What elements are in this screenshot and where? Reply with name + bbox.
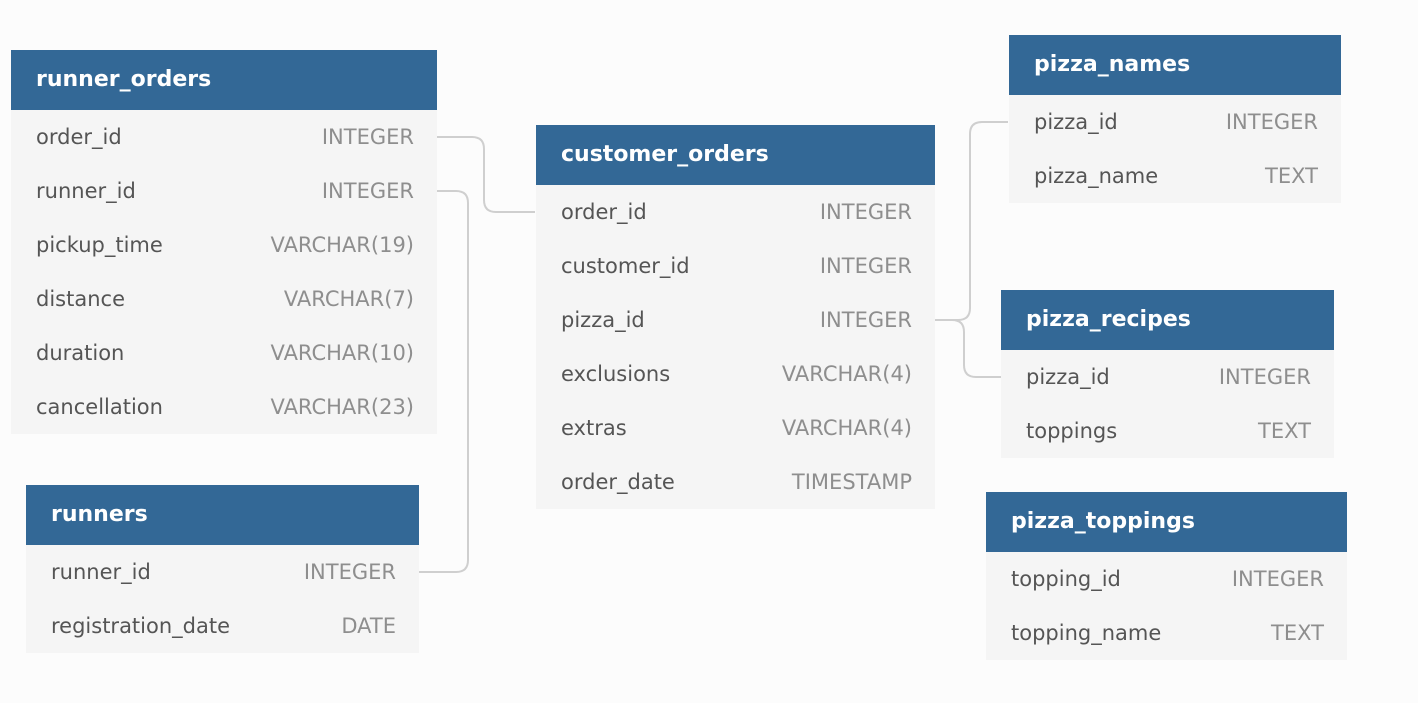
table-row[interactable]: runner_id INTEGER bbox=[26, 545, 419, 599]
column-name: customer_id bbox=[561, 254, 690, 278]
table-row[interactable]: order_id INTEGER bbox=[11, 110, 437, 164]
column-name: topping_name bbox=[1011, 621, 1162, 645]
column-name: registration_date bbox=[51, 614, 231, 638]
table-title: runners bbox=[26, 485, 419, 545]
link-customer-orders-to-pizza-names bbox=[935, 121, 1008, 321]
link-runner-orders-to-customer-orders bbox=[437, 136, 535, 213]
column-type: INTEGER bbox=[321, 125, 414, 149]
column-type: VARCHAR(4) bbox=[781, 416, 912, 440]
table-row[interactable]: extras VARCHAR(4) bbox=[536, 401, 935, 455]
column-name: pizza_id bbox=[1026, 365, 1110, 389]
table-customer-orders[interactable]: customer_orders order_id INTEGER custome… bbox=[536, 125, 935, 509]
column-name: exclusions bbox=[561, 362, 671, 386]
table-row[interactable]: pizza_id INTEGER bbox=[536, 293, 935, 347]
table-runners[interactable]: runners runner_id INTEGER registration_d… bbox=[26, 485, 419, 653]
column-name: order_id bbox=[561, 200, 647, 224]
table-title: pizza_toppings bbox=[986, 492, 1347, 552]
column-type: VARCHAR(10) bbox=[270, 341, 414, 365]
table-row[interactable]: pizza_id INTEGER bbox=[1001, 350, 1334, 404]
column-type: TIMESTAMP bbox=[791, 470, 912, 494]
table-pizza-names[interactable]: pizza_names pizza_id INTEGER pizza_name … bbox=[1009, 35, 1341, 203]
table-row[interactable]: topping_name TEXT bbox=[986, 606, 1347, 660]
column-type: INTEGER bbox=[1231, 567, 1324, 591]
table-title: pizza_recipes bbox=[1001, 290, 1334, 350]
table-runner-orders[interactable]: runner_orders order_id INTEGER runner_id… bbox=[11, 50, 437, 434]
column-type: DATE bbox=[341, 614, 396, 638]
column-name: extras bbox=[561, 416, 627, 440]
column-type: INTEGER bbox=[1225, 110, 1318, 134]
table-row[interactable]: registration_date DATE bbox=[26, 599, 419, 653]
column-type: VARCHAR(7) bbox=[283, 287, 414, 311]
column-name: pizza_id bbox=[1034, 110, 1118, 134]
column-type: TEXT bbox=[1265, 164, 1318, 188]
column-type: INTEGER bbox=[819, 308, 912, 332]
table-title: pizza_names bbox=[1009, 35, 1341, 95]
column-type: VARCHAR(23) bbox=[270, 395, 414, 419]
column-type: INTEGER bbox=[819, 200, 912, 224]
column-type: TEXT bbox=[1258, 419, 1311, 443]
column-name: runner_id bbox=[36, 179, 136, 203]
table-row[interactable]: runner_id INTEGER bbox=[11, 164, 437, 218]
table-row[interactable]: topping_id INTEGER bbox=[986, 552, 1347, 606]
column-name: order_id bbox=[36, 125, 122, 149]
column-name: distance bbox=[36, 287, 125, 311]
column-name: toppings bbox=[1026, 419, 1118, 443]
table-title: customer_orders bbox=[536, 125, 935, 185]
column-type: INTEGER bbox=[303, 560, 396, 584]
column-type: INTEGER bbox=[321, 179, 414, 203]
table-row[interactable]: customer_id INTEGER bbox=[536, 239, 935, 293]
column-name: order_date bbox=[561, 470, 675, 494]
column-name: cancellation bbox=[36, 395, 163, 419]
column-type: INTEGER bbox=[1218, 365, 1311, 389]
table-row[interactable]: order_id INTEGER bbox=[536, 185, 935, 239]
column-name: topping_id bbox=[1011, 567, 1121, 591]
column-name: pizza_id bbox=[561, 308, 645, 332]
table-row[interactable]: duration VARCHAR(10) bbox=[11, 326, 437, 380]
column-type: INTEGER bbox=[819, 254, 912, 278]
table-title: runner_orders bbox=[11, 50, 437, 110]
column-type: VARCHAR(4) bbox=[781, 362, 912, 386]
table-pizza-toppings[interactable]: pizza_toppings topping_id INTEGER toppin… bbox=[986, 492, 1347, 660]
column-name: runner_id bbox=[51, 560, 151, 584]
table-row[interactable]: pickup_time VARCHAR(19) bbox=[11, 218, 437, 272]
table-row[interactable]: pizza_id INTEGER bbox=[1009, 95, 1341, 149]
link-customer-orders-to-pizza-recipes bbox=[935, 319, 1001, 378]
table-row[interactable]: exclusions VARCHAR(4) bbox=[536, 347, 935, 401]
table-row[interactable]: toppings TEXT bbox=[1001, 404, 1334, 458]
table-row[interactable]: order_date TIMESTAMP bbox=[536, 455, 935, 509]
column-type: TEXT bbox=[1271, 621, 1324, 645]
table-row[interactable]: pizza_name TEXT bbox=[1009, 149, 1341, 203]
table-row[interactable]: cancellation VARCHAR(23) bbox=[11, 380, 437, 434]
table-pizza-recipes[interactable]: pizza_recipes pizza_id INTEGER toppings … bbox=[1001, 290, 1334, 458]
column-name: pizza_name bbox=[1034, 164, 1159, 188]
column-type: VARCHAR(19) bbox=[270, 233, 414, 257]
column-name: duration bbox=[36, 341, 125, 365]
column-name: pickup_time bbox=[36, 233, 163, 257]
table-row[interactable]: distance VARCHAR(7) bbox=[11, 272, 437, 326]
